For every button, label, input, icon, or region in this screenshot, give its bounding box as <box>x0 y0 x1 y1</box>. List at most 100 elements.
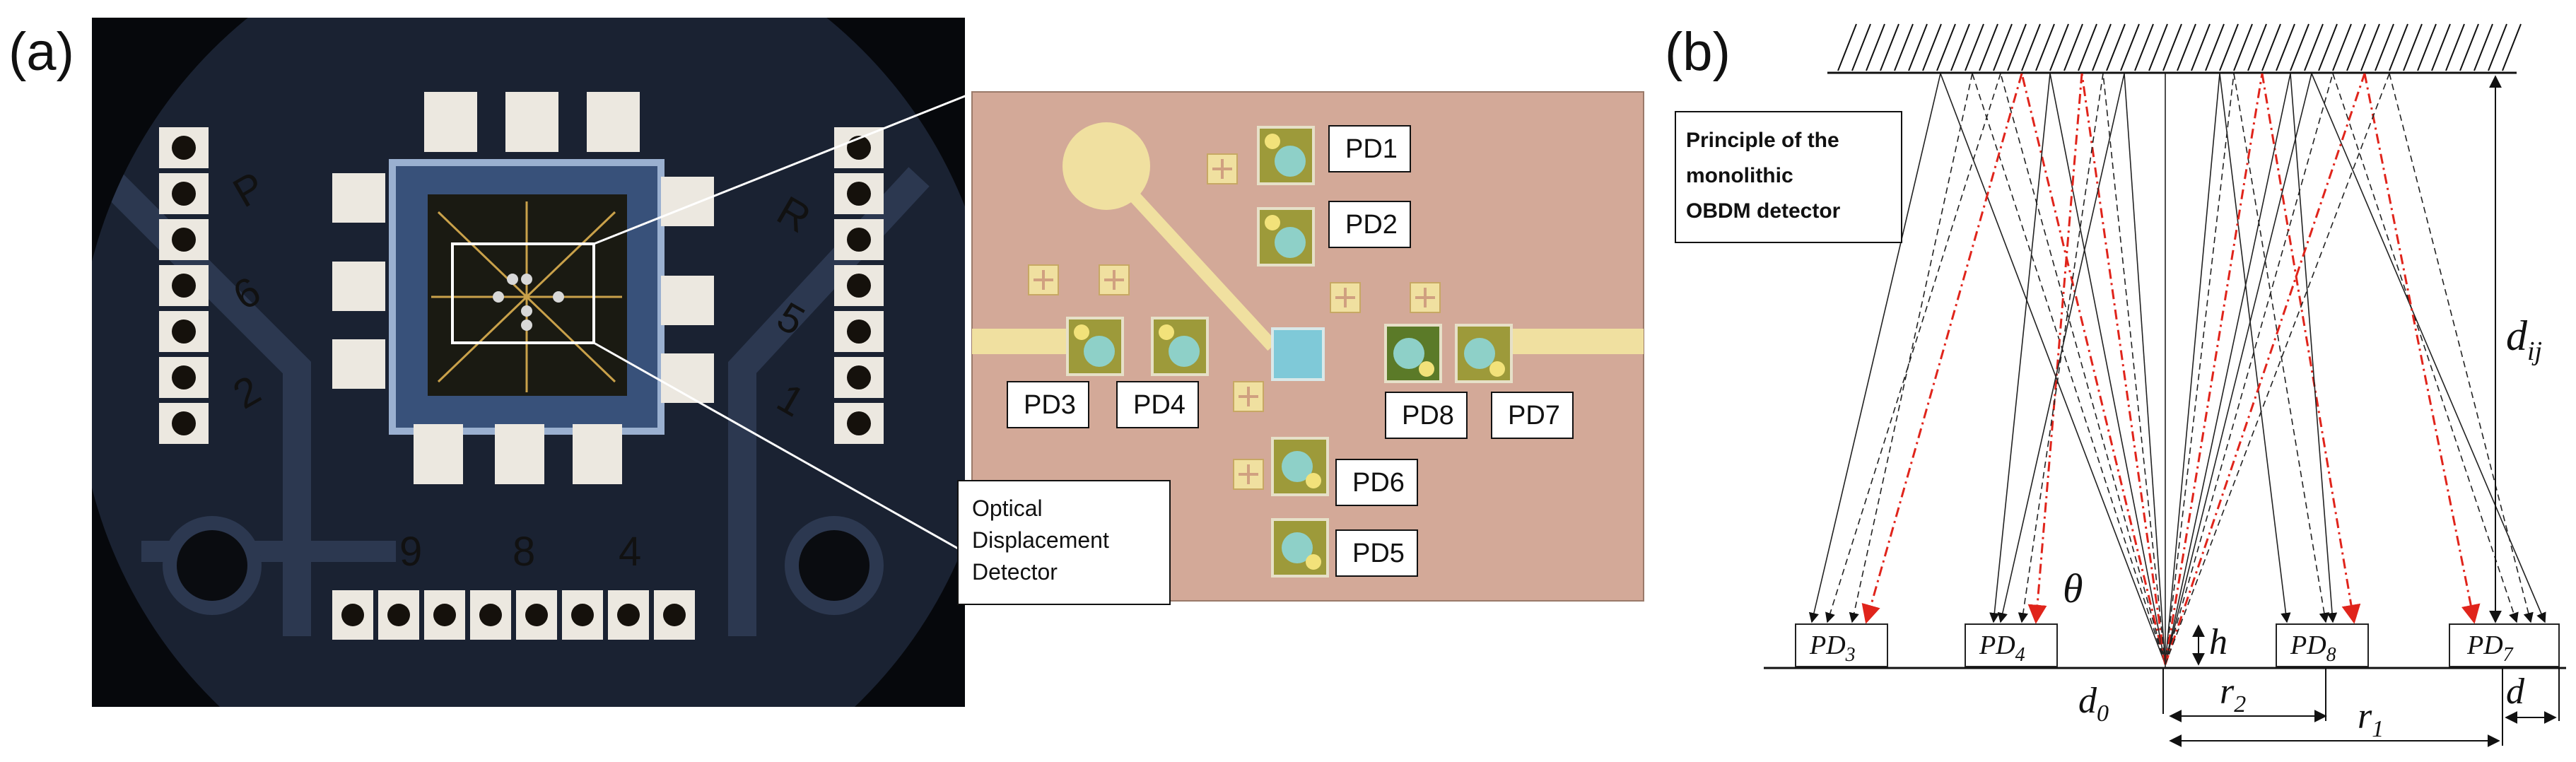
hatch-line <box>2488 23 2507 71</box>
pad-digit-bottom-2: 4 <box>619 529 641 575</box>
hatch-line <box>2459 23 2479 71</box>
hatch-line <box>2021 23 2041 71</box>
reflected-beam <box>2311 73 2546 623</box>
reflected-beam <box>1808 73 1941 623</box>
pd-label-boxes <box>1007 125 1574 577</box>
hatch-line <box>1936 23 1956 71</box>
hatch-line <box>2177 23 2196 71</box>
incident-beam <box>2080 73 2167 665</box>
reflected-beam <box>2219 73 2291 623</box>
detector-callout-box <box>957 480 1171 605</box>
incident-beam <box>2165 73 2312 665</box>
reflected-beam <box>1825 73 2001 623</box>
reflected-beam <box>2389 73 2534 623</box>
hatch-line <box>2134 23 2154 71</box>
incident-beam <box>2020 73 2167 665</box>
hatch-line <box>2063 23 2083 71</box>
hatch-line <box>2445 23 2465 71</box>
pd2-label: PD2 <box>1345 210 1398 240</box>
incident-beam <box>1940 73 2166 665</box>
pad-digit-bottom-1: 8 <box>513 529 535 575</box>
mirror-hatching <box>1837 23 2522 71</box>
hatch-line <box>2120 23 2140 71</box>
pd6-label: PD6 <box>1352 468 1405 498</box>
detector-inset <box>971 91 1644 602</box>
reflected-beam <box>1849 73 1973 623</box>
detector-boxes <box>1795 623 2560 667</box>
hatch-line <box>2403 23 2423 71</box>
pd7-label: PD7 <box>1508 401 1560 430</box>
callout-line-2: Displacement <box>972 527 1109 553</box>
pad-digit-bottom-0: 9 <box>399 529 422 575</box>
hatch-line <box>2318 23 2338 71</box>
hatch-line <box>2473 23 2493 71</box>
chip-photograph: P 6 2 R 5 1 9 8 4 <box>92 18 965 707</box>
reflected-beam <box>1989 73 2051 623</box>
hatch-line <box>1894 23 1914 71</box>
hatch-line <box>2007 23 2027 71</box>
incident-beam <box>2049 73 2166 665</box>
detector-pd7-label: PD7 <box>2466 631 2514 666</box>
pd5-label: PD5 <box>1352 539 1405 568</box>
theta-label: θ <box>2063 565 2083 611</box>
detector-pd3-label: PD3 <box>1809 631 1856 666</box>
hatch-line <box>1965 23 1984 71</box>
hatch-line <box>2417 23 2437 71</box>
detector-pd4-label: PD4 <box>1979 631 2025 666</box>
callout-line-1: Optical <box>972 496 1043 521</box>
zoom-region-box <box>451 242 595 344</box>
zoom-line-upper <box>593 90 976 245</box>
pd4-label: PD4 <box>1133 390 1185 420</box>
reflected-beam <box>2233 73 2329 623</box>
zoom-line-lower <box>593 341 976 560</box>
hatch-line <box>1880 23 1899 71</box>
detector-pd8-label: PD8 <box>2290 631 2336 666</box>
reflected-beam <box>2363 73 2481 624</box>
reflected-beam <box>1997 73 2125 623</box>
reflected-beam <box>2290 73 2338 623</box>
hatch-line <box>2205 23 2225 71</box>
pd8-label: PD8 <box>1402 401 1454 430</box>
pd1-label: PD1 <box>1345 134 1398 164</box>
incident-beam <box>2124 73 2166 665</box>
hatch-line <box>2304 23 2324 71</box>
incident-beam <box>2165 73 2334 665</box>
incident-beam <box>1972 73 2166 665</box>
hatch-line <box>2106 23 2126 71</box>
panel-b-label: (b) <box>1665 22 1731 82</box>
dij-label: dij <box>2506 312 2542 366</box>
incident-beam <box>2000 73 2166 665</box>
principle-title-line-2: monolithic <box>1686 164 1793 187</box>
hatch-line <box>2191 23 2211 71</box>
d-label: d <box>2506 672 2525 712</box>
hatch-line <box>2162 23 2182 71</box>
r1-label: r1 <box>2358 696 2384 742</box>
hatch-line <box>1993 23 2013 71</box>
h-label: h <box>2209 622 2227 662</box>
pd3-label: PD3 <box>1024 390 1076 420</box>
hatch-line <box>1866 23 1885 71</box>
panel-a-label: (a) <box>8 22 74 82</box>
hatch-line <box>2431 23 2451 71</box>
principle-title-line-3: OBDM detector <box>1686 199 1841 223</box>
incident-beam <box>2165 73 2291 665</box>
reflected-beam <box>2261 73 2361 624</box>
d0-label: d0 <box>2078 681 2109 727</box>
hatch-line <box>2092 23 2112 71</box>
hatch-line <box>2233 23 2253 71</box>
hatch-line <box>2219 23 2239 71</box>
hatch-line <box>1950 23 1970 71</box>
hatch-line <box>2148 23 2168 71</box>
hatch-line <box>1851 23 1871 71</box>
reflected-beam <box>1861 73 2023 624</box>
principle-title-box <box>1675 111 1902 243</box>
reflected-beam <box>2027 73 2083 624</box>
reflected-beam <box>2332 73 2519 623</box>
hatch-line <box>2078 23 2097 71</box>
hatch-line <box>1837 23 1857 71</box>
incident-beam <box>2165 73 2235 665</box>
incident-beam <box>2102 73 2166 665</box>
incident-beam <box>2164 73 2264 665</box>
hatch-line <box>2346 23 2366 71</box>
